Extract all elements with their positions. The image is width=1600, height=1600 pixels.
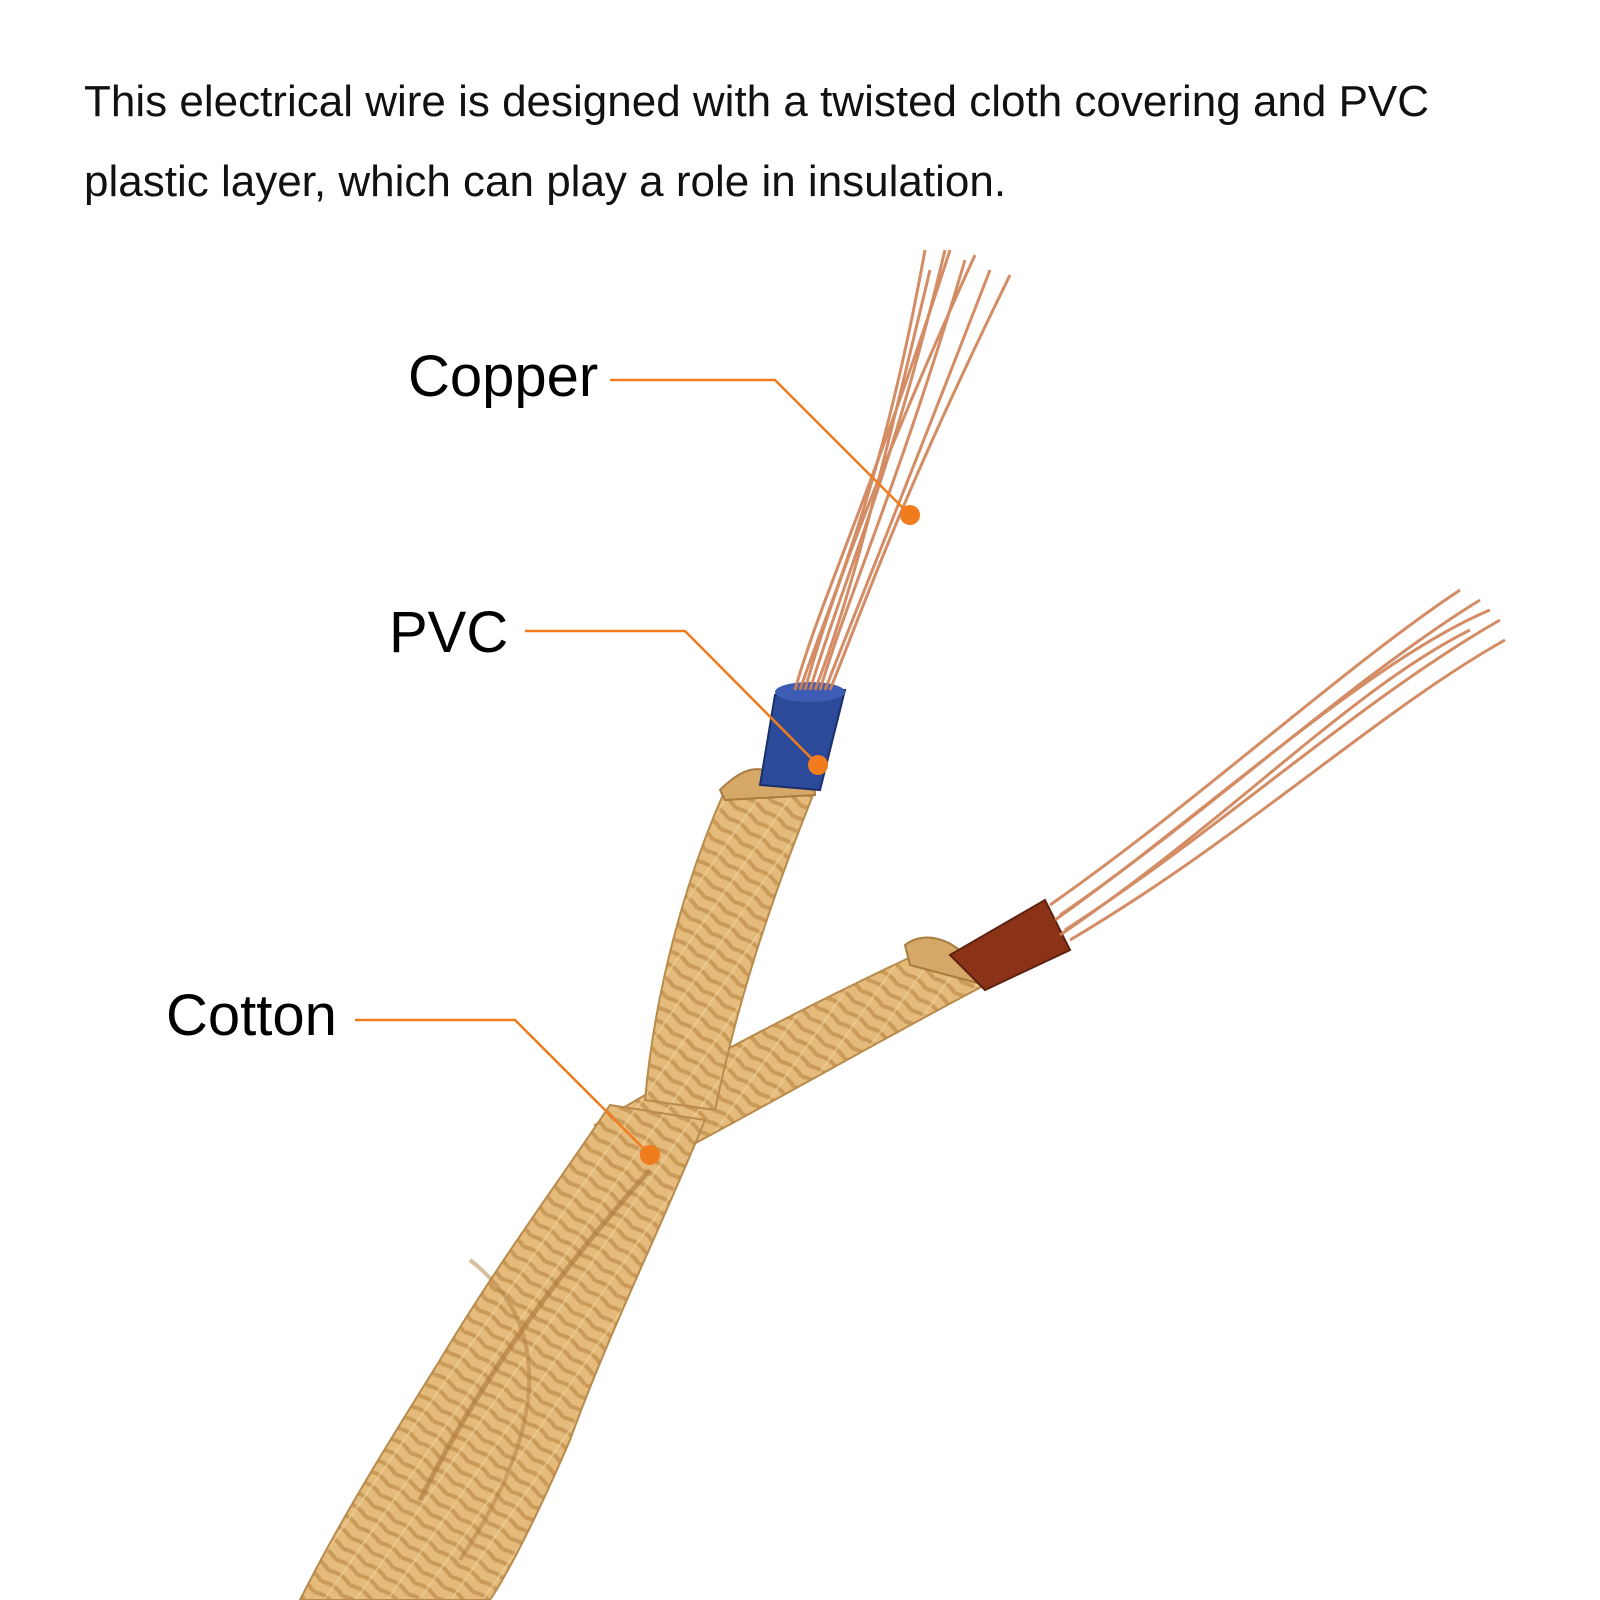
callout-copper-dot [900,505,920,525]
description-text: This electrical wire is designed with a … [84,77,1430,206]
pvc-blue-sleeve [758,688,847,792]
label-pvc: PVC [389,600,509,665]
callout-pvc-dot [808,755,828,775]
label-copper: Copper [408,344,599,409]
copper-strands-top [793,249,1012,691]
callout-copper [610,378,911,516]
copper-strands-right [1049,588,1506,942]
callout-cotton [355,1018,651,1156]
label-cotton: Cotton [166,983,337,1048]
cotton-twisted-section [298,1103,707,1600]
callout-pvc [525,629,819,766]
pvc-brown-sleeve [948,898,1072,992]
callout-cotton-dot [640,1145,660,1165]
